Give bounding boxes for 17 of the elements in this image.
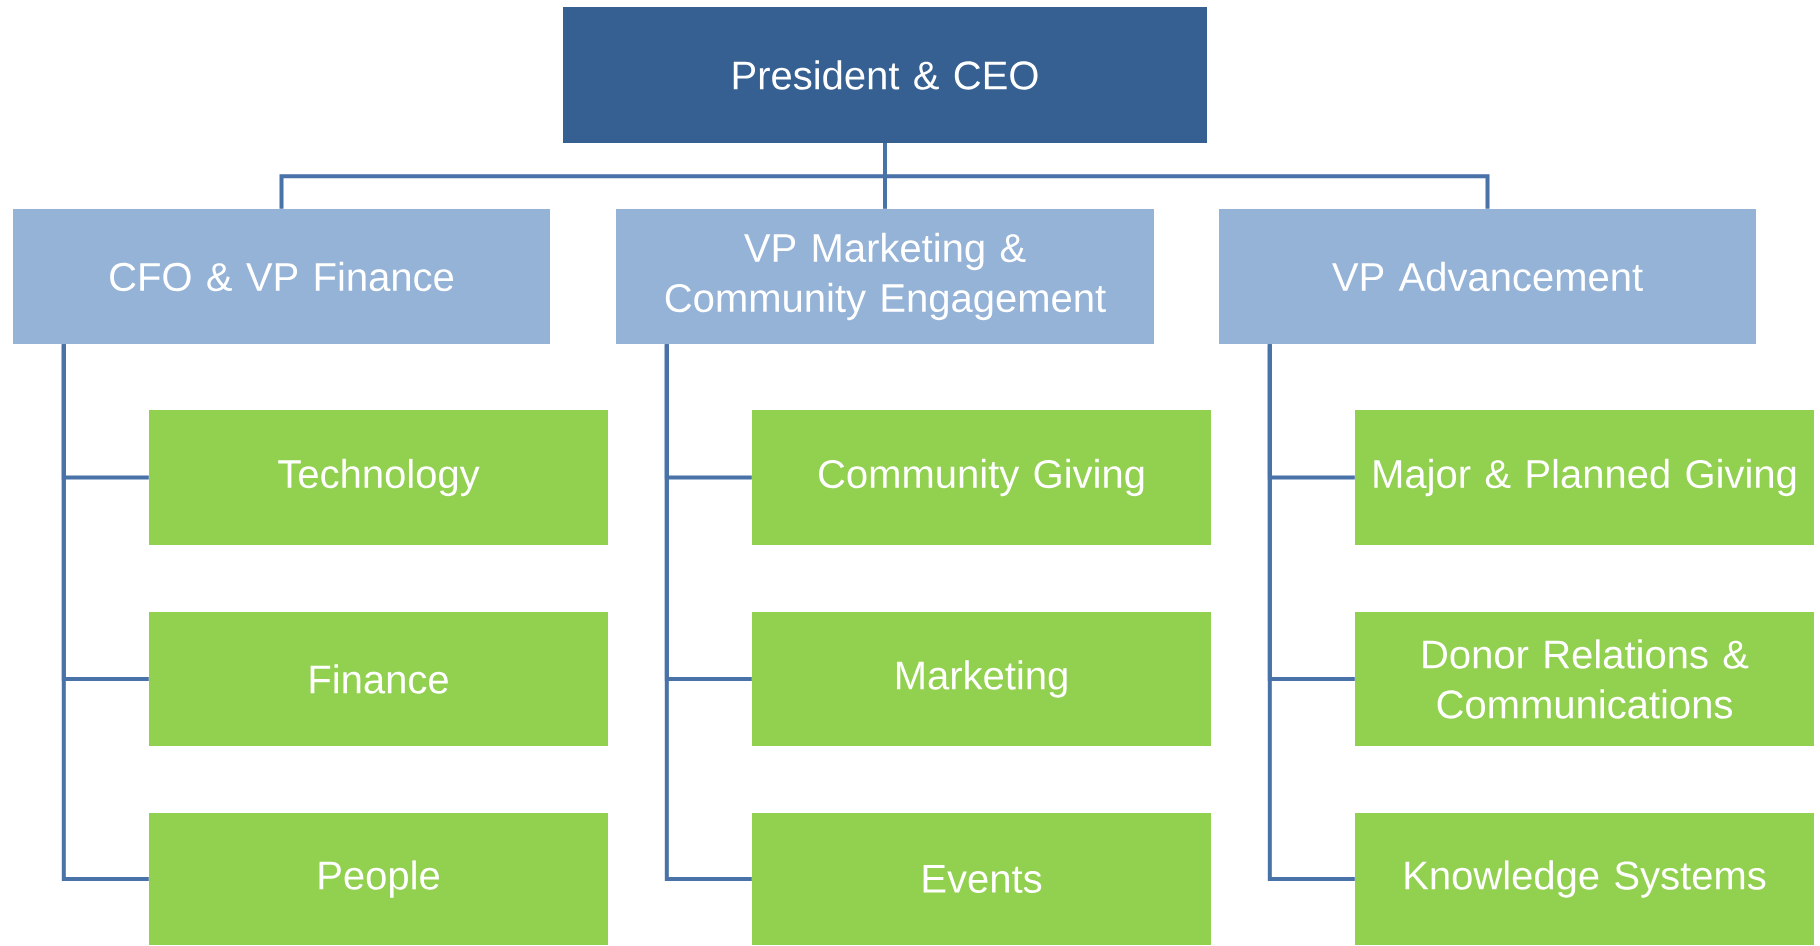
department-box: People <box>149 813 608 945</box>
department-box: Major & Planned Giving <box>1355 410 1814 545</box>
executive-box: VP Marketing & Community Engagement <box>616 209 1154 344</box>
department-box: Marketing <box>752 612 1211 746</box>
top-box: President & CEO <box>563 7 1207 143</box>
connector-line <box>1267 344 1355 881</box>
connector-line <box>61 344 149 881</box>
connector-line <box>883 143 1490 209</box>
executive-box: CFO & VP Finance <box>13 209 550 344</box>
department-box: Technology <box>149 410 608 545</box>
department-box: Donor Relations & Communications <box>1355 612 1814 746</box>
connector-line <box>664 344 752 881</box>
department-box: Events <box>752 813 1211 945</box>
department-box: Knowledge Systems <box>1355 813 1814 945</box>
executive-box: VP Advancement <box>1219 209 1756 344</box>
department-box: Community Giving <box>752 410 1211 545</box>
department-box: Finance <box>149 612 608 746</box>
